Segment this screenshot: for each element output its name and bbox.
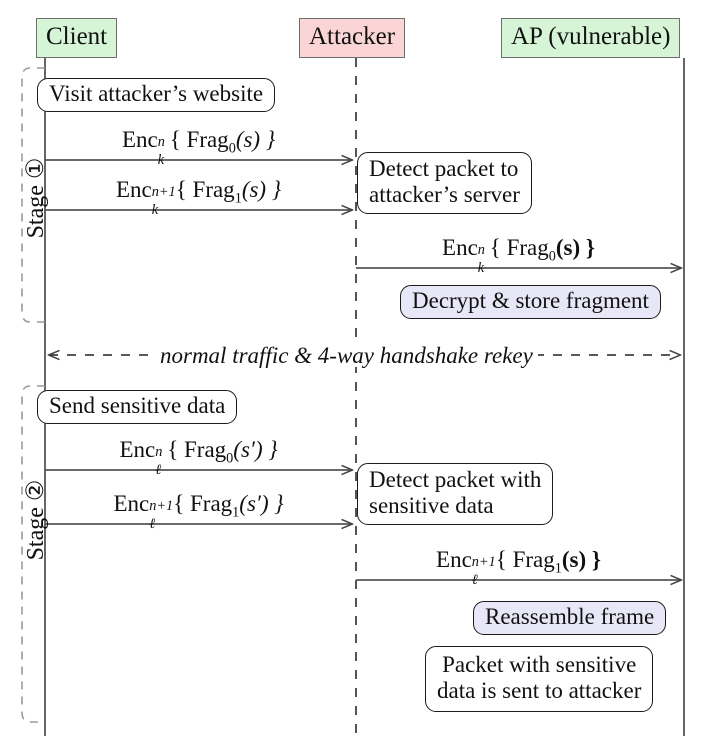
m3-base: Enc bbox=[442, 235, 478, 260]
note-detect1-line-1: Detect packet to bbox=[369, 155, 519, 181]
note-packet-sent-to-attacker[interactable]: Packet with sensitive data is sent to at… bbox=[425, 646, 654, 712]
m4-idx: 0 bbox=[226, 450, 234, 467]
note-detect2-line-2: sensitive data bbox=[369, 492, 494, 518]
m3-idx: 0 bbox=[548, 248, 556, 265]
m2-idx: 1 bbox=[234, 190, 242, 207]
actor-header-client[interactable]: Client bbox=[36, 18, 118, 58]
m3-arg: (s) } bbox=[555, 235, 595, 260]
m2-base: Enc bbox=[115, 177, 152, 202]
note-detect-packet-sensitive[interactable]: Detect packet with sensitive data bbox=[357, 463, 554, 525]
note-detect1-line-2: attacker’s server bbox=[369, 181, 520, 207]
m4-sub: ℓ bbox=[155, 461, 162, 478]
note-detect-packet-server[interactable]: Detect packet to attacker’s server bbox=[357, 152, 532, 214]
m1-sup: n bbox=[157, 134, 165, 151]
stage-2-bracket bbox=[21, 385, 45, 723]
note-packet-line-2: data is sent to attacker bbox=[437, 677, 642, 703]
m1-idx: 0 bbox=[228, 140, 236, 157]
m6-idx: 1 bbox=[554, 560, 562, 577]
m2-body: { Frag bbox=[175, 177, 235, 202]
m5-idx: 1 bbox=[232, 504, 240, 521]
note-send-sensitive-data[interactable]: Send sensitive data bbox=[37, 390, 238, 424]
m1-body: { Frag bbox=[169, 127, 229, 152]
m1-base: Enc bbox=[121, 127, 158, 152]
note-send-line-1: Send sensitive data bbox=[49, 392, 226, 418]
m5-base: Enc bbox=[113, 491, 150, 516]
m6-arg: (s) } bbox=[561, 547, 601, 572]
note-visit-website[interactable]: Visit attacker’s website bbox=[37, 78, 276, 112]
m2-arg: (s) } bbox=[241, 177, 282, 202]
m3-sup: n bbox=[477, 242, 485, 259]
m6-base: Enc bbox=[436, 547, 472, 572]
stage-1-bracket bbox=[21, 67, 45, 323]
note-visit-line-1: Visit attacker’s website bbox=[49, 80, 264, 106]
m1-arg: (s) } bbox=[235, 127, 276, 152]
actor-label-attacker: Attacker bbox=[309, 23, 396, 50]
note-reassemble-frame[interactable]: Reassemble frame bbox=[473, 601, 667, 635]
actor-label-ap: AP (vulnerable) bbox=[511, 23, 671, 50]
m2-sub: k bbox=[151, 201, 159, 218]
m6-sup: n+1 bbox=[471, 554, 496, 571]
actor-label-client: Client bbox=[46, 23, 108, 50]
m5-arg: (s′) } bbox=[239, 491, 284, 516]
note-decrypt-store-fragment[interactable]: Decrypt & store fragment bbox=[400, 285, 661, 319]
m5-sup: n+1 bbox=[149, 498, 174, 515]
note-reassemble-line-1: Reassemble frame bbox=[485, 603, 655, 629]
m4-sup: n bbox=[155, 444, 163, 461]
m5-body: { Frag bbox=[173, 491, 233, 516]
m5-sub: ℓ bbox=[149, 515, 156, 532]
m4-body: { Frag bbox=[167, 437, 227, 462]
m3-sub: k bbox=[477, 259, 485, 276]
m4-base: Enc bbox=[119, 437, 156, 462]
note-decrypt-line-1: Decrypt & store fragment bbox=[412, 287, 649, 313]
m2-sup: n+1 bbox=[151, 184, 176, 201]
note-detect2-line-1: Detect packet with bbox=[369, 466, 542, 492]
divider-label-rekey: normal traffic & 4-way handshake rekey bbox=[155, 344, 538, 367]
actor-header-attacker[interactable]: Attacker bbox=[299, 18, 406, 58]
m4-arg: (s′) } bbox=[233, 437, 278, 462]
stage-1-number: ① bbox=[23, 157, 49, 180]
m1-sub: k bbox=[157, 151, 165, 168]
m6-body: { Frag bbox=[495, 547, 555, 572]
note-packet-line-1: Packet with sensitive bbox=[442, 651, 637, 677]
m3-body: { Frag bbox=[489, 235, 549, 260]
actor-header-ap[interactable]: AP (vulnerable) bbox=[501, 18, 681, 58]
m6-sub: ℓ bbox=[471, 571, 478, 588]
stage-label-2: Stage ② bbox=[23, 472, 49, 568]
